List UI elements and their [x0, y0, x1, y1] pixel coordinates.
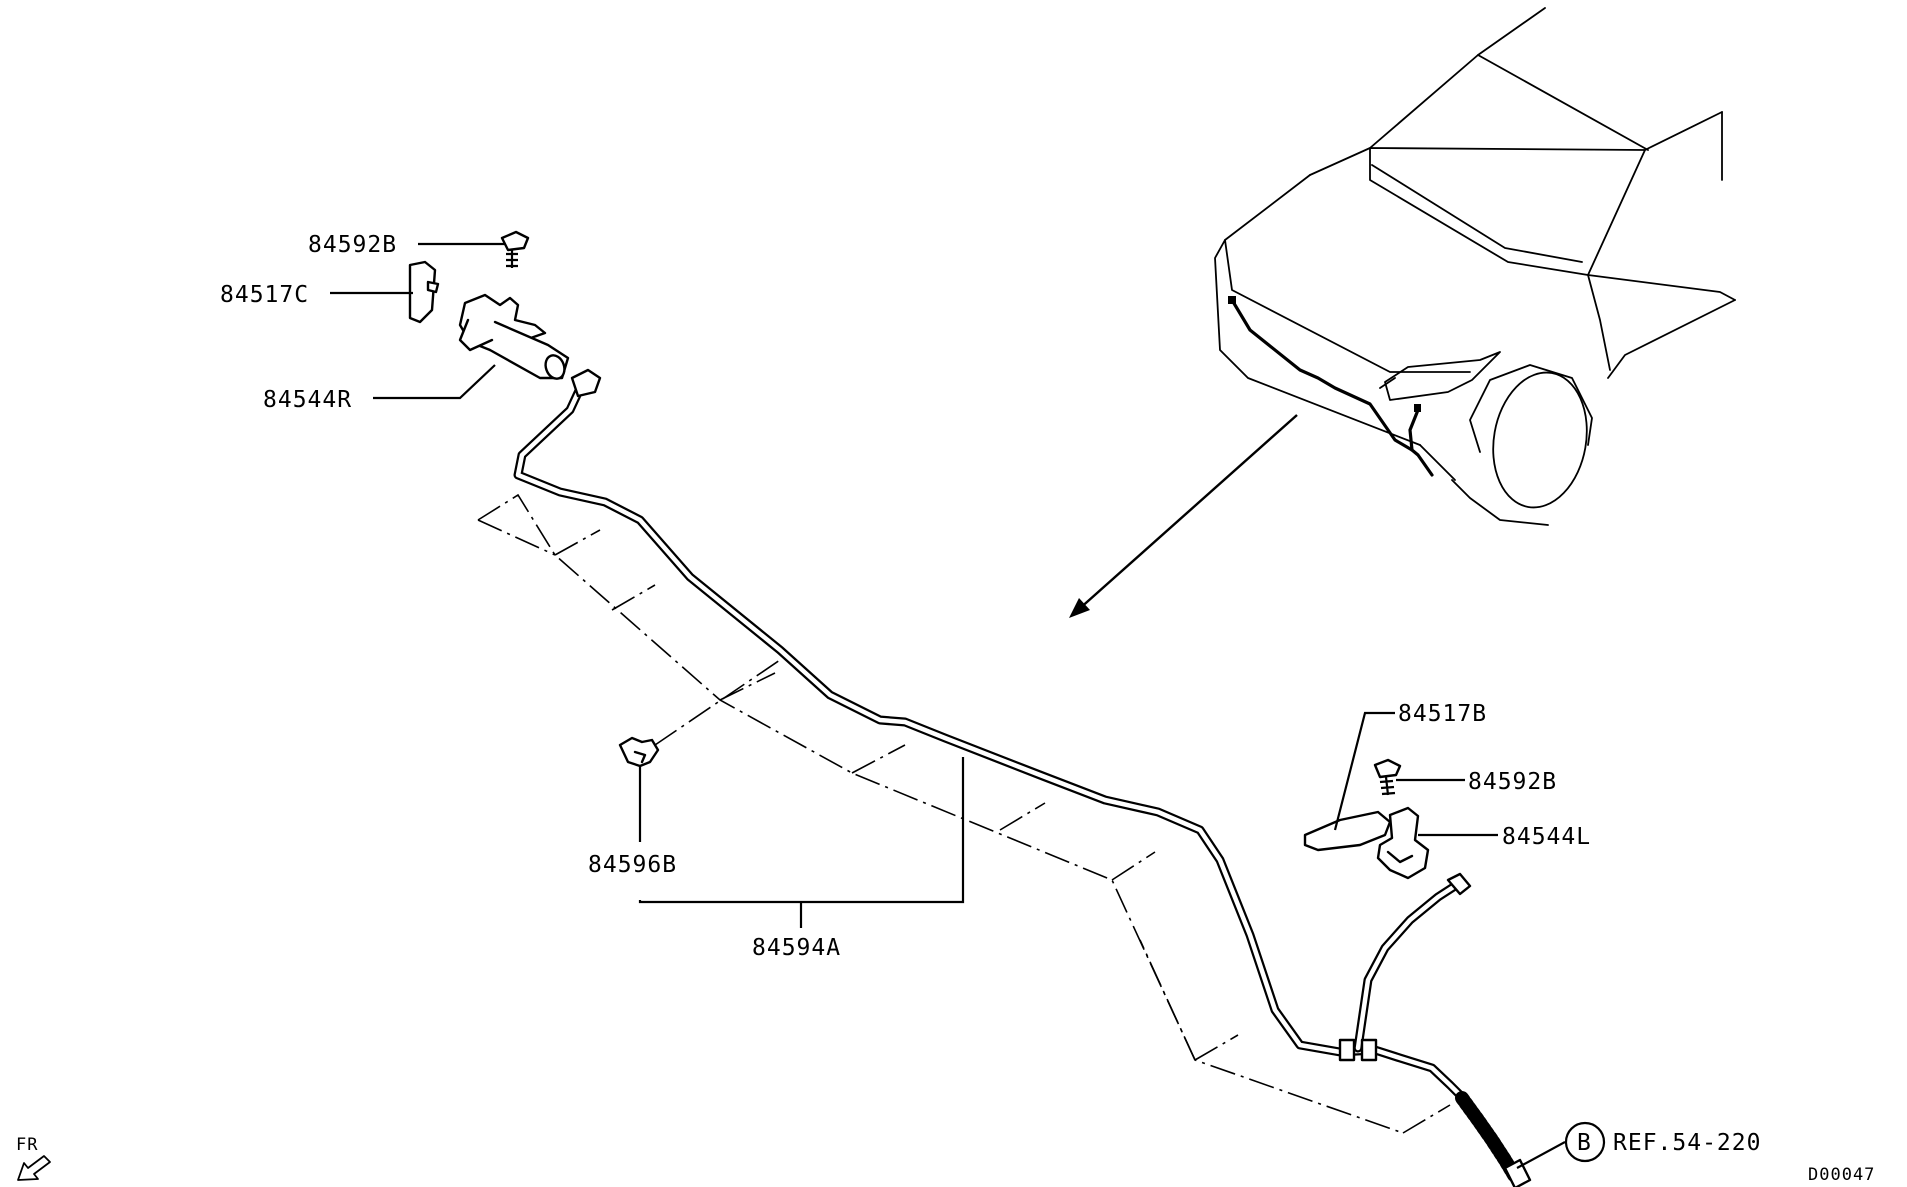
- orientation-label: FR: [16, 1135, 38, 1155]
- label-84517C: 84517C: [220, 282, 309, 308]
- vehicle-locator-sketch: [1069, 7, 1736, 618]
- label-84544R: 84544R: [263, 387, 352, 413]
- reference-circle: [1564, 1121, 1606, 1163]
- label-84592B-top: 84592B: [308, 232, 397, 258]
- drawing-code: D00047: [1808, 1165, 1875, 1185]
- right-nozzle-cap: [408, 260, 440, 324]
- reference-callout: B REF.54-220: [1564, 1121, 1761, 1163]
- hose-clip: [618, 736, 660, 768]
- screw-top: [500, 230, 530, 268]
- leader-lines: [330, 242, 1566, 1169]
- orientation-indicator: FR: [16, 1135, 51, 1181]
- left-nozzle-cap: [1303, 810, 1392, 852]
- reference-letter: B: [1577, 1130, 1592, 1156]
- right-washer-nozzle: [458, 293, 570, 380]
- label-84592B-right: 84592B: [1468, 769, 1557, 795]
- label-84596B: 84596B: [588, 852, 677, 878]
- reference-text: REF.54-220: [1613, 1130, 1761, 1156]
- label-84517B: 84517B: [1398, 701, 1487, 727]
- front-arrow-icon: [17, 1155, 51, 1181]
- left-washer-nozzle: [1376, 806, 1430, 880]
- screw-right: [1373, 758, 1402, 796]
- label-84544L: 84544L: [1502, 824, 1591, 850]
- washer-hose: [513, 368, 1532, 1187]
- label-84594A: 84594A: [752, 935, 841, 961]
- bumper-outline: [477, 493, 1451, 1134]
